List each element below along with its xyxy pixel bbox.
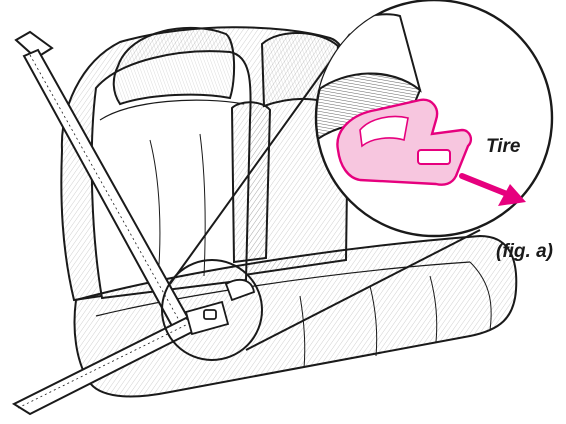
- pull-direction-label: Tire: [486, 136, 521, 158]
- figure-reference-label: (fig. a): [496, 241, 553, 263]
